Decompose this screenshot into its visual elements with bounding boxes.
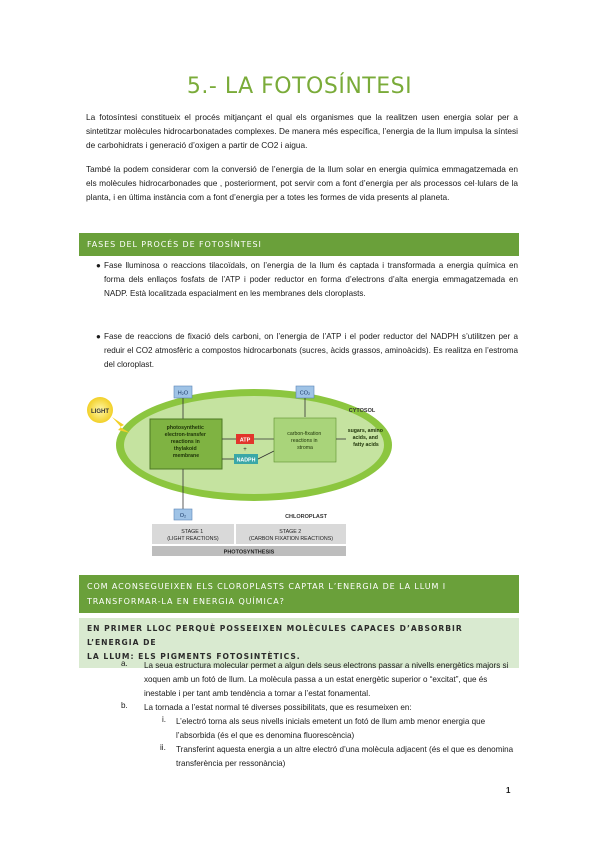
photosynthesis-diagram: LIGHT H₂O CO₂ CYTOSOL photosynthetic ele… xyxy=(87,383,392,556)
section-heading-phases: FASES DEL PROCÉS DE FOTOSÍNTESI xyxy=(79,233,519,256)
subheading-pigments-text: EN PRIMER LLOC PERQUÈ POSSEEIXEN MOLÈCUL… xyxy=(87,624,463,661)
list-marker-i: i. xyxy=(162,715,167,724)
page-title: 5.- LA FOTOSÍNTESI xyxy=(186,74,413,99)
cytosol-label: CYTOSOL xyxy=(349,408,376,414)
light-label: LIGHT xyxy=(91,409,109,415)
list-item-ii: Transferint aquesta energia a un altre e… xyxy=(176,745,514,768)
photosynthesis-bar xyxy=(152,546,346,556)
list-marker-ii: ii. xyxy=(160,743,166,752)
plus-label: + xyxy=(243,447,247,453)
page-number: 1 xyxy=(506,786,511,795)
list-item-b: La tornada a l’estat normal té diverses … xyxy=(144,703,412,712)
list-marker-a: a. xyxy=(121,659,128,668)
nadph-to-stroma-arrow xyxy=(257,450,275,460)
stage1-label: STAGE 1 (LIGHT REACTIONS) xyxy=(167,529,219,542)
intro-paragraph-1: La fotosíntesi constitueix el procés mit… xyxy=(86,112,518,150)
nadph-label: NADPH xyxy=(237,458,256,464)
bullet-carbon-phase-text: Fase de reaccions de fixació dels carbon… xyxy=(104,332,518,369)
stage1-box xyxy=(152,524,234,544)
section-heading-chloroplasts-text: COM ACONSEGUEIXEN ELS CLOROPLASTS CAPTAR… xyxy=(87,582,446,606)
atp-label: ATP xyxy=(240,438,251,444)
bullet-dot-icon: ● xyxy=(96,332,101,341)
h2o-label: H₂O xyxy=(178,391,189,397)
bullet-light-phase-text: Fase lluminosa o reaccions tilacoïdals, … xyxy=(104,261,518,298)
co2-label: CO₂ xyxy=(300,391,310,397)
list-item-i: L’electró torna als seus nivells inicial… xyxy=(176,717,486,740)
o2-label: O₂ xyxy=(180,513,186,519)
section-heading-phases-text: FASES DEL PROCÉS DE FOTOSÍNTESI xyxy=(87,240,262,249)
carbon-fixation-box xyxy=(273,417,337,463)
thylakoid-label: photosynthetic electron-transfer reactio… xyxy=(165,425,208,459)
atp-box xyxy=(236,434,254,444)
subheading-pigments: EN PRIMER LLOC PERQUÈ POSSEEIXEN MOLÈCUL… xyxy=(79,618,519,668)
stage2-label: STAGE 2 (CARBON FIXATION REACTIONS) xyxy=(249,529,333,542)
intro-paragraph-2: També la podem considerar com la convers… xyxy=(86,164,518,202)
list-item-a: La seua estructura molecular permet a al… xyxy=(144,661,509,698)
nadph-box xyxy=(234,454,258,464)
carbon-fixation-label: carbon-fixation reactions in stroma xyxy=(287,431,322,451)
bullet-carbon-phase: ● Fase de reaccions de fixació dels carb… xyxy=(96,330,518,372)
light-icon xyxy=(87,397,130,433)
bullet-dot-icon: ● xyxy=(96,261,101,270)
list-marker-b: b. xyxy=(121,701,128,710)
photosynthesis-label: PHOTOSYNTHESIS xyxy=(224,550,275,556)
stage2-box xyxy=(236,524,346,544)
thylakoid-box xyxy=(149,418,223,470)
bullet-light-phase: ● Fase lluminosa o reaccions tilacoïdals… xyxy=(96,259,518,301)
section-heading-chloroplasts: COM ACONSEGUEIXEN ELS CLOROPLASTS CAPTAR… xyxy=(79,575,519,613)
products-label: sugars, amino acids, and fatty acids xyxy=(348,428,385,448)
chloroplast-label: CHLOROPLAST xyxy=(285,514,328,520)
o2-box xyxy=(173,508,193,521)
